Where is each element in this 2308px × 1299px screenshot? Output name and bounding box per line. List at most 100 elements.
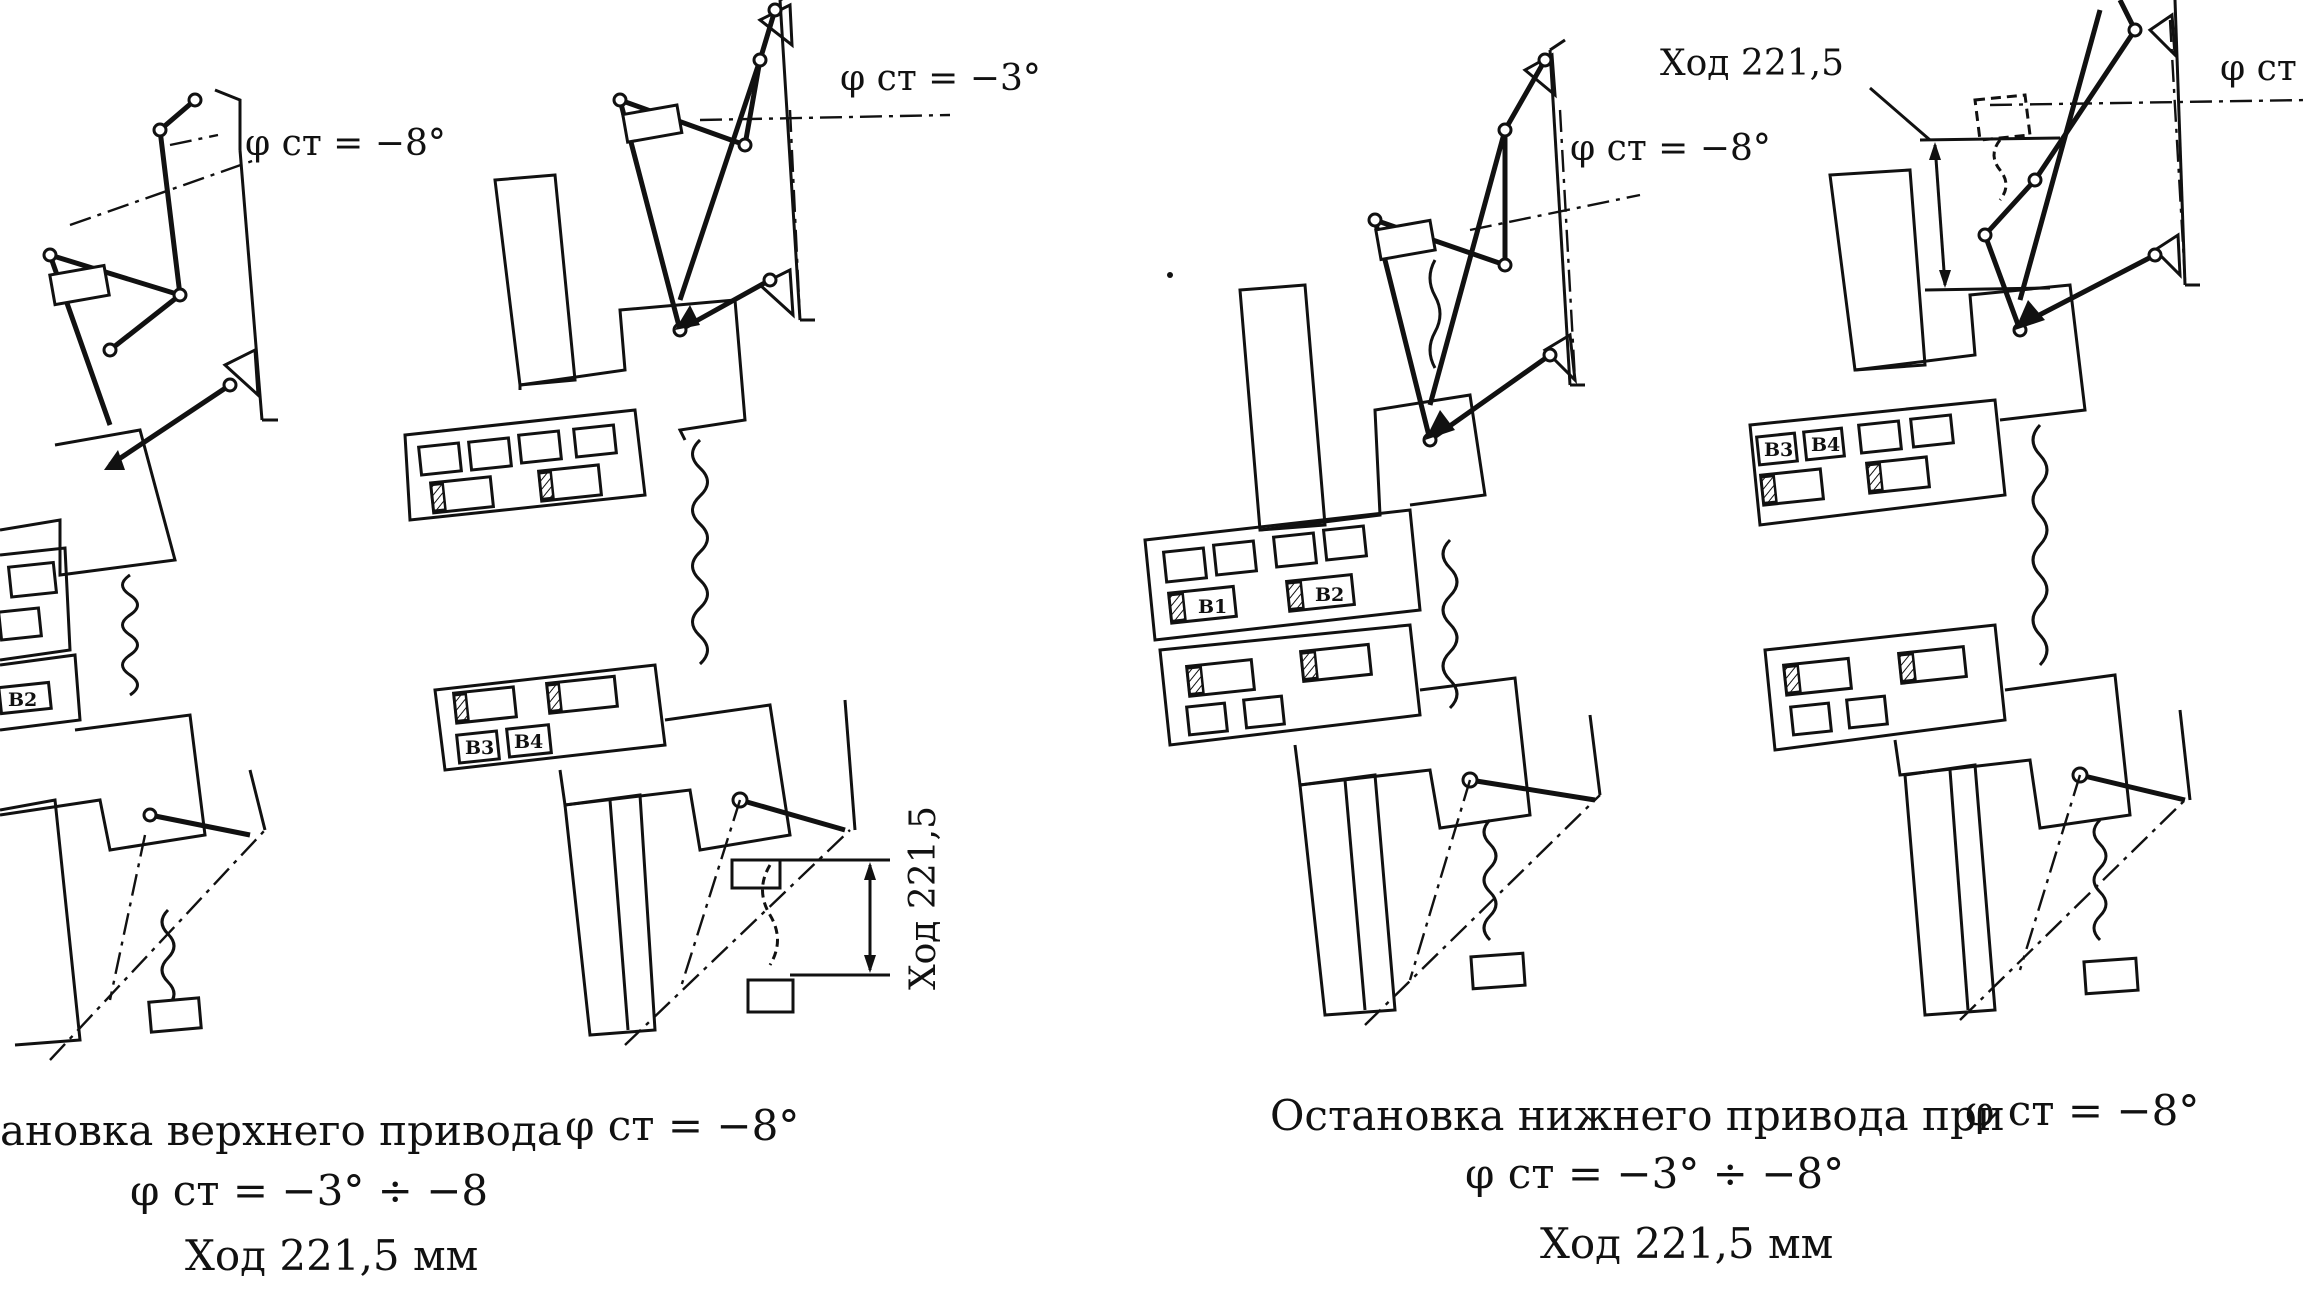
upper-roll-chock	[1259, 393, 1487, 532]
centerline	[1989, 98, 2308, 107]
centerline	[678, 799, 742, 991]
stand-edge-lower	[1588, 714, 1602, 796]
drive-motor-block	[2082, 956, 2140, 996]
hatched-contact	[1185, 665, 1205, 696]
drive-motor-block	[1469, 951, 1527, 991]
support-triangle	[222, 347, 260, 399]
pivot-joint	[187, 92, 203, 108]
stroke-label-vertical: Ход 221,5	[903, 806, 944, 990]
centerline	[788, 109, 802, 321]
control-box-upper	[1748, 398, 2007, 527]
crank-wave	[1428, 259, 1442, 369]
switch-block	[1844, 694, 1890, 730]
spindle-wave	[1441, 538, 1459, 710]
hatched-contact	[537, 470, 555, 501]
pivot-joint	[222, 377, 238, 393]
centerline	[2018, 774, 2082, 971]
pivot-joint	[42, 247, 58, 263]
pivot-joint	[2147, 247, 2163, 263]
drive-joint-fill	[675, 305, 700, 330]
spindle-wave	[1482, 818, 1498, 942]
pivot-joint	[172, 287, 188, 303]
stand-edge-top	[214, 88, 242, 150]
block-label-b4: В4	[1811, 434, 1840, 456]
centerline	[69, 158, 256, 227]
crank-block	[1374, 218, 1437, 262]
control-box-upper	[1143, 508, 1422, 642]
switch-block	[1788, 701, 1834, 737]
caption-right-line3: Ход 221,5 мм	[1540, 1219, 1833, 1268]
hatched-contact	[1782, 664, 1802, 695]
switch-block	[466, 436, 514, 472]
block-label-b1: В1	[1198, 596, 1227, 618]
pivot-joint	[1977, 227, 1993, 243]
lower-roll-chock	[0, 713, 207, 852]
switch-block	[1271, 531, 1319, 569]
pivot-joint	[612, 92, 628, 108]
block-label-b4: В4	[514, 731, 543, 753]
drive-arm	[108, 382, 232, 468]
pivot-joint	[152, 122, 168, 138]
lever-linkage	[47, 98, 197, 426]
support-triangle	[2147, 12, 2177, 59]
crank-block	[621, 103, 684, 144]
control-box-lower	[433, 663, 667, 772]
dimension-arrow	[1929, 142, 1941, 160]
stand-edge-line	[1548, 49, 1572, 386]
angle-label-a1: φ ст = −8°	[245, 123, 446, 164]
stand-edge-line	[778, 0, 802, 321]
lower-roll-chock	[1293, 676, 1532, 830]
hatched-contact	[429, 482, 447, 513]
lower-arm	[739, 797, 846, 833]
block-label-b2: В2	[1315, 584, 1344, 606]
control-box-lower	[1158, 623, 1422, 747]
control-box-lower	[1763, 623, 2007, 752]
dimension-arrow	[864, 955, 876, 973]
spindle-wave	[2031, 423, 2049, 667]
roll-inner-line	[1948, 769, 1970, 1011]
hatched-contact	[1865, 462, 1884, 493]
drive-arm	[2018, 252, 2157, 328]
lever-linkage	[1982, 0, 2138, 331]
lower-arm	[149, 812, 251, 838]
caption-left-line1-text: ановка верхнего привода	[0, 1106, 562, 1155]
block-label-b3: В3	[1764, 439, 1793, 461]
switch-block	[1856, 419, 1904, 455]
switch-block	[571, 423, 619, 459]
support-triangle	[1542, 332, 1577, 385]
spindle-wave	[160, 908, 176, 1008]
caption-left: ановка верхнего привода φ ст = −8° φ ст …	[0, 1101, 799, 1280]
centerline	[1408, 779, 1472, 981]
pivot-joint	[767, 2, 783, 18]
switch-block	[0, 606, 44, 642]
lower-roll-body	[0, 798, 82, 1047]
lower-roll-chock	[558, 703, 792, 852]
lever-arm	[677, 59, 763, 301]
lever-linkage	[617, 9, 778, 331]
caption-right-line1-angle: φ ст = −8°	[1965, 1086, 2199, 1135]
panel-1-mechanism: В2	[0, 88, 278, 1061]
upper-roll-chock	[519, 298, 747, 441]
drive-joint-fill	[2015, 300, 2045, 330]
lower-roll-chock	[1893, 673, 2132, 830]
label-block-b4	[504, 723, 553, 759]
label-block-b3	[454, 729, 502, 765]
support-triangle	[2152, 232, 2182, 279]
lever-arm	[2017, 9, 2103, 301]
centerline	[699, 113, 951, 122]
lower-arm	[2079, 772, 2186, 803]
stand-edge-lower	[2178, 709, 2192, 801]
hatched-contact	[1897, 652, 1917, 683]
lower-arm	[1469, 777, 1596, 803]
switch-block	[516, 429, 564, 465]
spindle-wave	[691, 438, 709, 666]
dimension-line	[1933, 144, 1947, 286]
leader-line	[1869, 86, 1931, 142]
pivot-joint	[1537, 52, 1553, 68]
stand-edge-line	[238, 149, 264, 421]
hatched-contact	[1759, 474, 1778, 505]
upper-roll	[493, 173, 577, 387]
roll-inner-line	[1343, 779, 1367, 1011]
pivot-joint	[762, 272, 778, 288]
